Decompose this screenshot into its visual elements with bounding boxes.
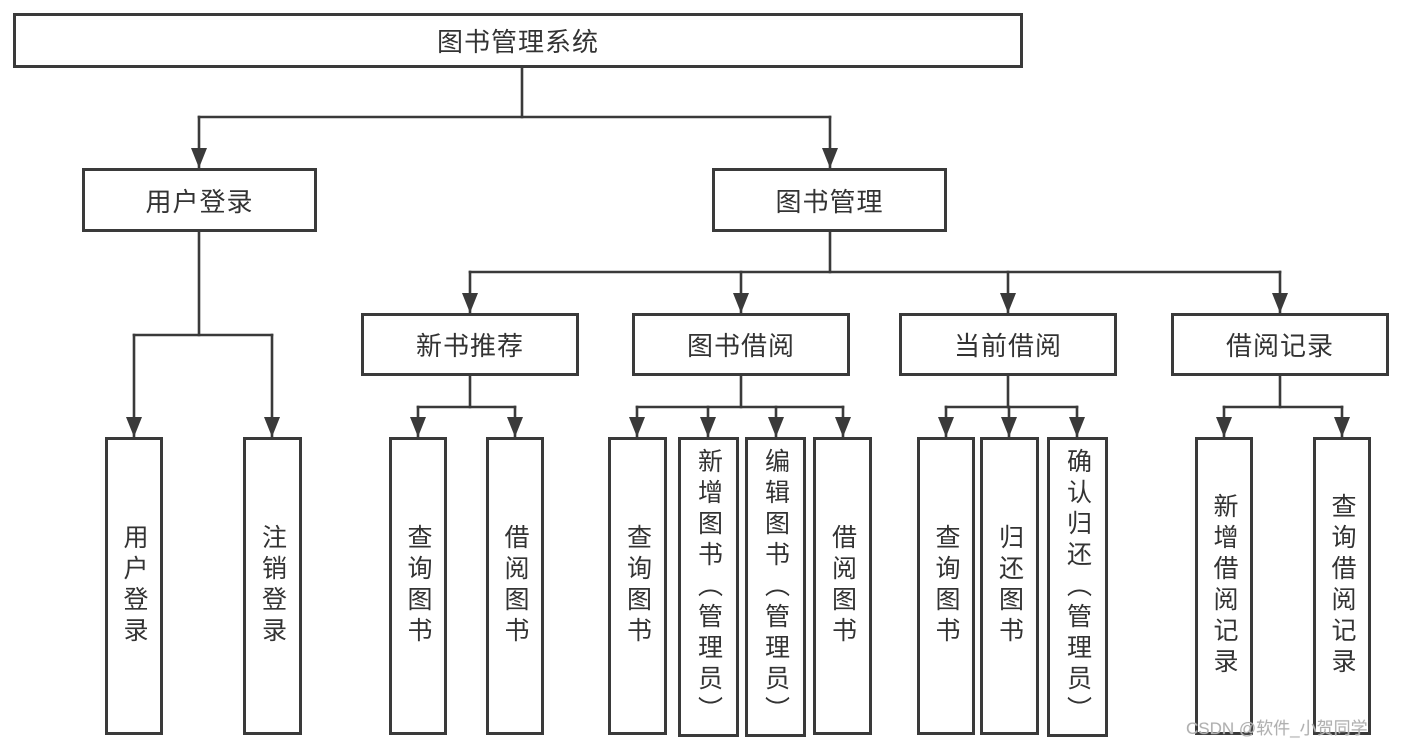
node-new-book-recommend: 新书推荐 [361, 313, 579, 376]
leaf-edit-books-admin: 编辑图书（管理员） [745, 437, 806, 737]
connector-root [191, 66, 838, 170]
connector-user-login [126, 230, 280, 439]
node-book-borrow: 图书借阅 [632, 313, 850, 376]
leaf-query-books-current: 查询图书 [917, 437, 975, 735]
leaf-user-login: 用户登录 [105, 437, 163, 735]
node-book-management: 图书管理 [712, 168, 947, 232]
leaf-borrow-books: 借阅图书 [813, 437, 872, 735]
leaf-query-borrow-record: 查询借阅记录 [1313, 437, 1371, 735]
leaf-confirm-return-admin: 确认归还（管理员） [1047, 437, 1108, 737]
leaf-add-books-admin: 新增图书（管理员） [678, 437, 739, 737]
node-borrow-records: 借阅记录 [1171, 313, 1389, 376]
csdn-watermark: CSDN @软件_小贺同学 [1186, 719, 1368, 738]
leaf-query-books-recommend: 查询图书 [389, 437, 447, 735]
leaf-add-borrow-record: 新增借阅记录 [1195, 437, 1253, 735]
connector-book-management [462, 230, 1288, 315]
leaf-query-books-borrow: 查询图书 [608, 437, 667, 735]
connector-current-borrow [938, 374, 1085, 439]
node-user-login: 用户登录 [82, 168, 317, 232]
leaf-return-books: 归还图书 [980, 437, 1039, 735]
leaf-logout: 注销登录 [243, 437, 302, 735]
connector-book-borrow [629, 374, 851, 439]
connector-borrow-records [1216, 374, 1350, 439]
node-root-library-system: 图书管理系统 [13, 13, 1023, 68]
leaf-borrow-books-recommend: 借阅图书 [486, 437, 544, 735]
connector-new-book-recommend [410, 374, 523, 439]
node-current-borrow: 当前借阅 [899, 313, 1117, 376]
